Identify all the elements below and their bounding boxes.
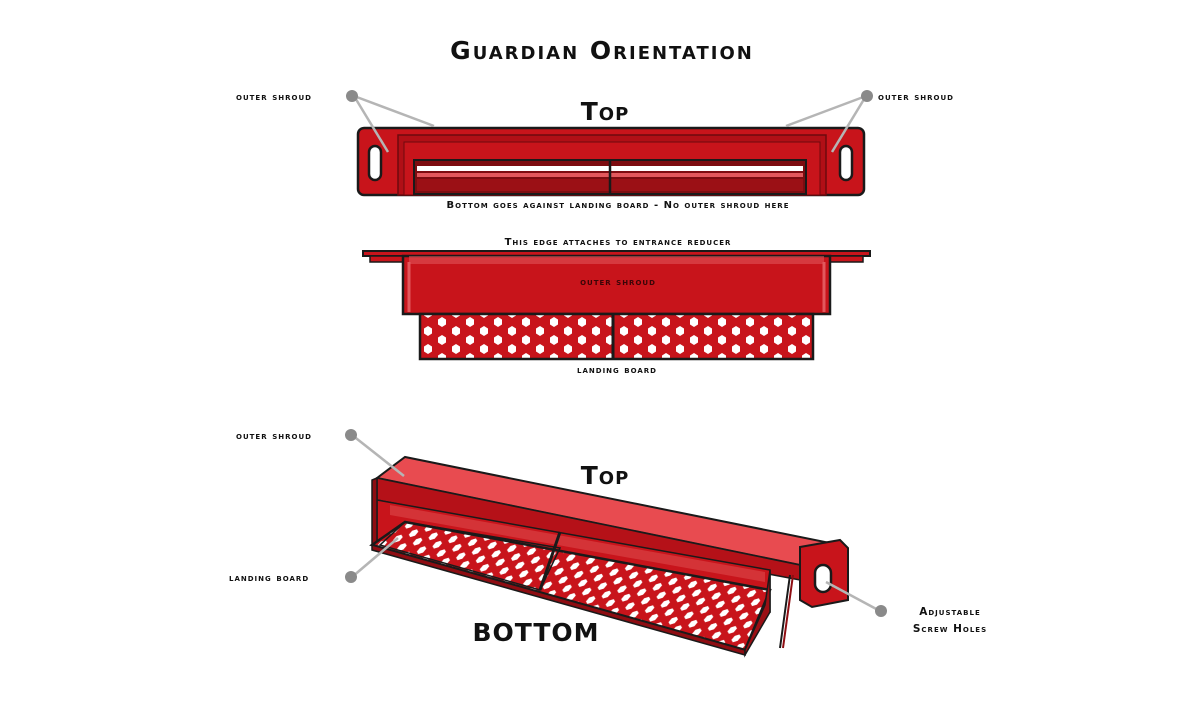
callout-lines-right [785,94,868,153]
isometric-view: Top BOTTOM outer shroud landing board [229,429,987,658]
slot-hole-icon [813,563,833,594]
slot-hole-icon [838,144,854,182]
screw-holes-label-line2: Screw Holes [913,623,987,635]
front-view: This edge attaches to entrance reducer o… [362,237,871,376]
callout-dot-icon [345,571,357,583]
outer-shroud-label-iso: outer shroud [236,430,312,442]
screw-holes-label-line1: Adjustable [919,606,981,618]
callout-dot-icon [861,90,873,102]
page-title: Guardian Orientation [450,36,754,65]
front-outer-shroud-label: outer shroud [580,277,656,288]
bottom-note: Bottom goes against landing board - No o… [447,200,790,211]
outer-shroud-label-left: outer shroud [236,91,312,103]
callout-dot-icon [346,90,358,102]
landing-board-label-front: landing board [577,365,657,376]
slot-hole-icon [367,144,383,182]
callout-dot-icon [875,605,887,617]
callout-lines-left [352,94,435,153]
bottom-label: BOTTOM [472,618,599,647]
callout-dot-icon [345,429,357,441]
outer-shroud-label-right: outer shroud [878,91,954,103]
top-label-1: Top [581,97,630,126]
top-view: Top Bottom goes against landing board - … [236,90,954,211]
landing-board-label-iso: landing board [229,572,309,584]
top-label-2: Top [581,461,630,490]
edge-note: This edge attaches to entrance reducer [505,237,732,248]
hex-grid-icon [418,312,815,361]
